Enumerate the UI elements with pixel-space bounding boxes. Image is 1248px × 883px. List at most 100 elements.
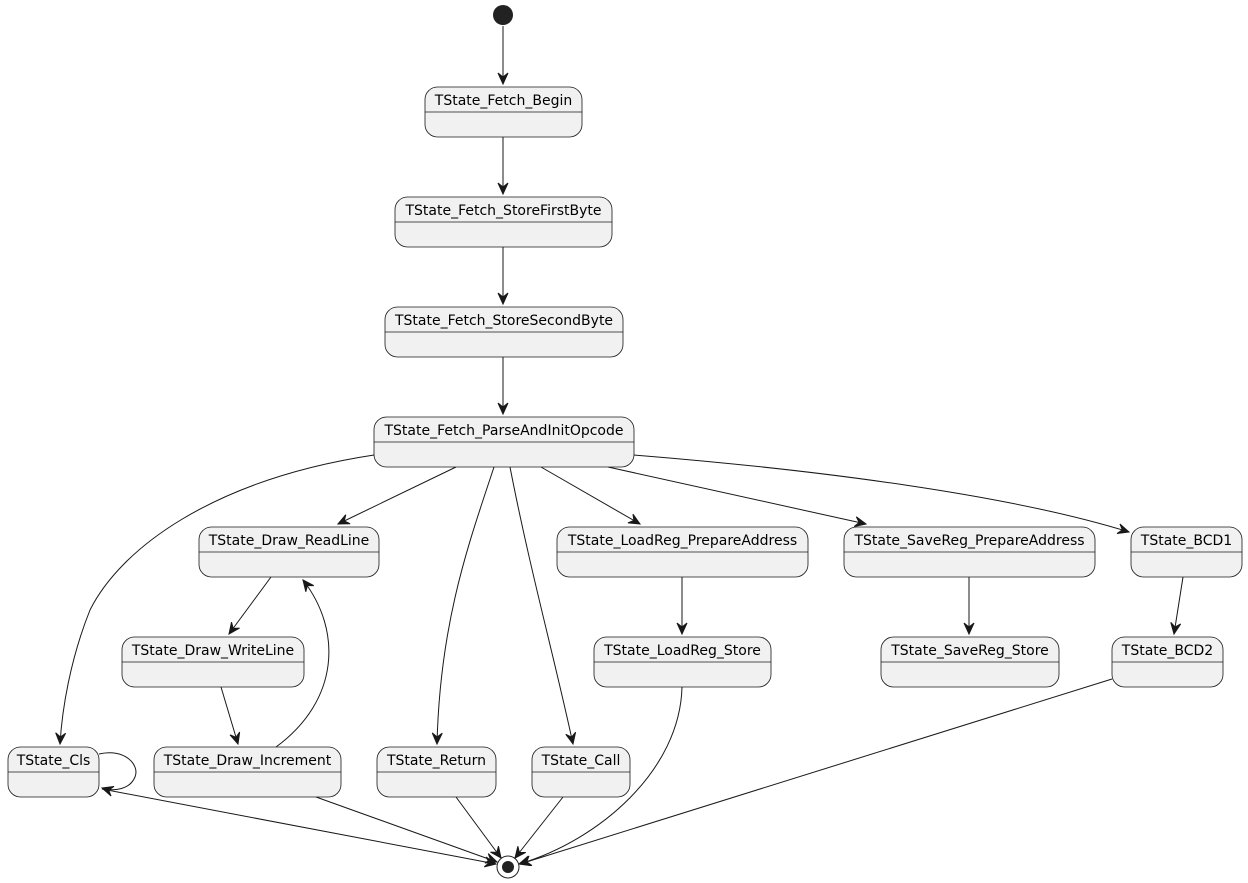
state-label: TState_Fetch_ParseAndInitOpcode — [383, 423, 623, 439]
state-draw-readline[interactable]: TState_Draw_ReadLine — [198, 526, 380, 578]
arrowhead-icon — [431, 732, 443, 746]
arrowhead-icon — [497, 182, 509, 196]
state-loadreg-prepare[interactable]: TState_LoadReg_PrepareAddress — [556, 526, 809, 578]
transition-bcd2-to-final — [518, 678, 1113, 866]
transition-savereg-prepare-to-savereg-store — [963, 577, 975, 636]
state-label: TState_BCD2 — [1121, 643, 1213, 659]
transition-line — [455, 796, 502, 859]
transition-fetch-storefirst-to-fetch-storesecond — [497, 247, 509, 306]
state-layer: TState_Fetch_BeginTState_Fetch_StoreFirs… — [7, 5, 1243, 879]
transition-fetch-parse-to-return — [431, 466, 495, 746]
state-return[interactable]: TState_Return — [376, 746, 497, 798]
final-state-dot — [502, 861, 514, 873]
transition-fetch-parse-to-bcd1 — [633, 454, 1131, 535]
arrowhead-icon — [963, 622, 975, 636]
state-label: TState_LoadReg_Store — [603, 643, 761, 659]
transition-layer — [55, 26, 1184, 868]
arrowhead-icon — [336, 514, 351, 525]
state-label: TState_SaveReg_PrepareAddress — [853, 533, 1084, 549]
transition-line — [59, 454, 375, 745]
state-label: TState_Fetch_Begin — [434, 93, 572, 109]
state-label: TState_SaveReg_Store — [890, 643, 1049, 659]
arrowhead-icon — [497, 402, 509, 416]
transition-fetch-parse-to-savereg-prepare — [607, 466, 868, 527]
arrowhead-icon — [484, 853, 499, 864]
transition-return-to-final — [455, 796, 502, 859]
state-label: TState_Cls — [16, 753, 91, 769]
state-call[interactable]: TState_Call — [531, 746, 631, 798]
state-label: TState_Fetch_StoreSecondByte — [394, 313, 613, 329]
state-label: TState_Call — [541, 753, 621, 769]
state-draw-increment[interactable]: TState_Draw_Increment — [153, 746, 342, 798]
arrowhead-icon — [497, 292, 509, 306]
state-label: TState_Draw_WriteLine — [131, 643, 294, 659]
state-label: TState_BCD1 — [1140, 533, 1232, 549]
state-fetch-storefirst[interactable]: TState_Fetch_StoreFirstByte — [394, 196, 613, 248]
arrowhead-icon — [497, 72, 509, 86]
arrowhead-icon — [627, 513, 642, 525]
transition-fetch-begin-to-fetch-storefirst — [497, 137, 509, 196]
state-label: TState_Draw_Increment — [163, 753, 332, 769]
transition-line — [509, 466, 574, 745]
state-label: TState_Return — [386, 753, 486, 769]
transition-initial-to-fetch-begin — [497, 26, 509, 86]
arrowhead-icon — [1170, 622, 1182, 636]
transition-line — [337, 466, 457, 525]
arrowhead-icon — [55, 732, 67, 746]
state-fetch-parse[interactable]: TState_Fetch_ParseAndInitOpcode — [373, 416, 635, 468]
transition-line — [315, 796, 498, 863]
transition-bcd1-to-bcd2 — [1170, 576, 1184, 636]
state-fetch-begin[interactable]: TState_Fetch_Begin — [424, 86, 583, 138]
arrowhead-icon — [853, 516, 868, 527]
state-savereg-store[interactable]: TState_SaveReg_Store — [880, 636, 1060, 688]
transition-draw-increment-to-draw-readline — [275, 579, 330, 748]
final-state-node — [496, 855, 520, 879]
arrowhead-icon — [518, 855, 533, 866]
arrowhead-icon — [228, 622, 240, 635]
transition-call-to-final — [514, 796, 564, 859]
state-savereg-prepare[interactable]: TState_SaveReg_PrepareAddress — [843, 526, 1096, 578]
state-bcd2[interactable]: TState_BCD2 — [1111, 636, 1224, 688]
arrowhead-icon — [514, 846, 526, 859]
transition-line — [98, 752, 137, 791]
arrowhead-icon — [676, 622, 688, 636]
transition-fetch-parse-to-draw-readline — [336, 466, 457, 525]
transition-line — [101, 788, 497, 865]
transition-fetch-storesecond-to-fetch-parse — [497, 357, 509, 416]
state-draw-writeline[interactable]: TState_Draw_WriteLine — [121, 636, 305, 688]
final-state-ring — [496, 855, 520, 879]
transition-loadreg-prepare-to-loadreg-store — [676, 577, 688, 636]
transition-draw-increment-to-final — [315, 796, 499, 864]
transition-cls-to-final — [101, 788, 498, 868]
transition-line — [540, 466, 641, 525]
arrowhead-icon — [565, 731, 577, 746]
arrowhead-icon — [490, 846, 502, 859]
transition-fetch-parse-to-cls — [55, 454, 375, 746]
transition-line — [519, 678, 1113, 865]
transition-line — [607, 466, 867, 525]
transition-fetch-parse-to-call — [509, 466, 577, 746]
transition-fetch-parse-to-loadreg-prepare — [540, 466, 642, 525]
state-label: TState_Draw_ReadLine — [208, 533, 370, 549]
transition-line — [633, 454, 1130, 533]
state-label: TState_LoadReg_PrepareAddress — [567, 533, 797, 549]
transition-line — [514, 796, 564, 859]
transition-draw-writeline-to-draw-increment — [220, 686, 241, 746]
state-label: TState_Fetch_StoreFirstByte — [404, 203, 601, 219]
initial-state-node — [493, 5, 513, 25]
arrowhead-icon — [302, 579, 314, 592]
transition-line — [275, 579, 330, 748]
transition-draw-readline-to-draw-writeline — [228, 576, 272, 635]
state-loadreg-store[interactable]: TState_LoadReg_Store — [593, 636, 772, 688]
transition-line — [518, 686, 683, 865]
state-bcd1[interactable]: TState_BCD1 — [1130, 526, 1243, 578]
arrowhead-icon — [229, 731, 241, 746]
transition-line — [436, 466, 495, 745]
state-cls[interactable]: TState_Cls — [7, 746, 100, 798]
state-fetch-storesecond[interactable]: TState_Fetch_StoreSecondByte — [384, 306, 624, 358]
arrowhead-icon — [1116, 523, 1131, 535]
transition-line — [1173, 576, 1184, 635]
transition-line — [228, 576, 272, 635]
transition-line — [220, 686, 239, 745]
